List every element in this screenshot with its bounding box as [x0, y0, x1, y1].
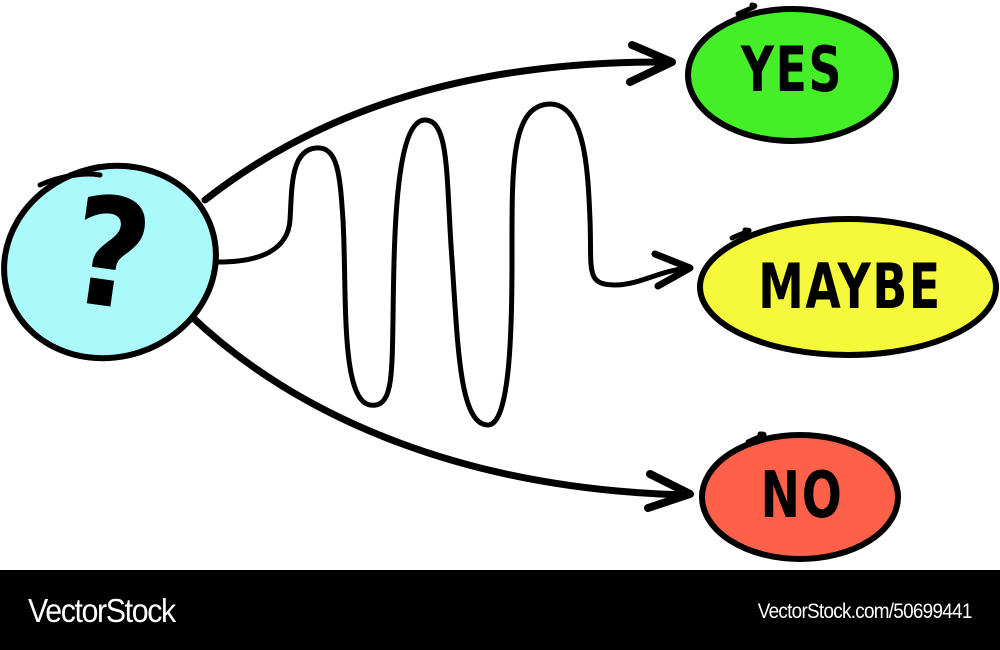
yes-node [685, 2, 899, 144]
edge-to-no [186, 311, 692, 499]
question-node [1, 162, 219, 362]
question-mark-label: ? [59, 163, 161, 347]
brand-logo-text: VectorStock [28, 592, 176, 629]
no-label: NO [760, 459, 844, 533]
arrowhead-maybe-icon [651, 250, 694, 290]
arrowhead-no-icon [644, 470, 694, 512]
maybe-node [697, 216, 999, 358]
edge-to-maybe-wavy [215, 101, 693, 428]
decision-diagram [1, 2, 999, 562]
yes-label: YES [740, 33, 844, 106]
image-url-text: VectorStock.com/50699441 [758, 600, 973, 623]
maybe-label: MAYBE [758, 250, 942, 323]
watermark-footer: VectorStock VectorStock.com/50699441 [0, 570, 1000, 650]
no-node [699, 431, 901, 562]
edge-to-yes [201, 58, 676, 204]
arrowhead-yes-icon [626, 41, 676, 86]
